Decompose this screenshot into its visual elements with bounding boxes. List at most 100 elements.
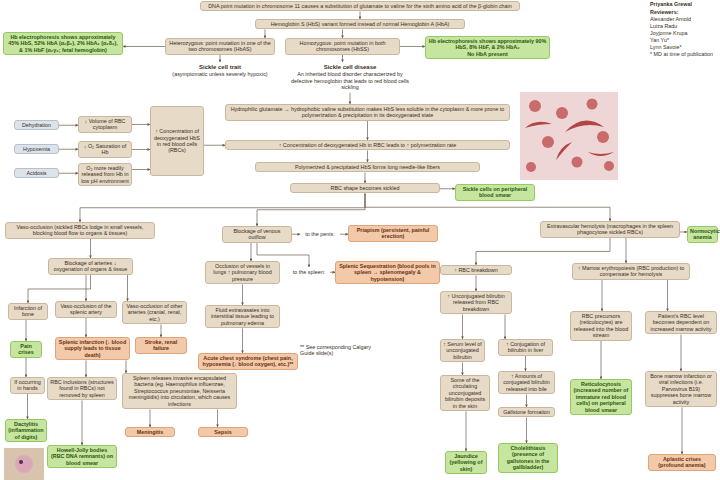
process-box: ↑ Conjugation of bilirubin in liver — [498, 339, 553, 356]
box-text: Fluid extravasates into interstitial tis… — [208, 307, 277, 326]
box-text: O₂ more readily released from Hb in low … — [81, 165, 129, 184]
flow-arrow — [132, 149, 150, 150]
blood-smear-image — [520, 92, 618, 180]
red-cell — [604, 161, 614, 171]
sickle-cell — [556, 142, 572, 160]
box-text: Normocytic anemia — [690, 228, 715, 241]
flow-arrow — [220, 55, 221, 62]
box-text: Vaso-occlusion of the splenic artery — [58, 303, 114, 316]
process-box: ↑ Concentration of deoxygenated Hb in RB… — [225, 140, 510, 150]
box-text: Homozygous: point mutation in both chrom… — [288, 40, 397, 53]
process-box: RBC shape becomes sickled — [290, 183, 440, 193]
process-box: ↑ Concentration of deoxygenated HbS in r… — [150, 106, 204, 176]
box-text: ↑ Serum level of unconjugated bilirubin — [443, 341, 482, 360]
flow-arrow — [476, 275, 477, 291]
process-box: ↓ O₂ Saturation of Hb — [78, 141, 132, 158]
finding-box: Normocytic anemia — [687, 226, 718, 243]
flow-arrow — [505, 314, 506, 339]
box-text: Hb electrophoresis shows approximately 9… — [428, 38, 547, 51]
flow-arrow — [350, 93, 351, 104]
text-node: Sickle cell diseaseAn inherited blood di… — [285, 62, 415, 93]
process-box: ↑ Serum level of unconjugated bilirubin — [440, 339, 485, 362]
process-box: Bone marrow infarction or viral infectio… — [645, 371, 717, 407]
process-box: ↓ Volume of RBC cytoplasm — [78, 116, 132, 133]
box-text: RBC precursors (reticulocytes) are relea… — [573, 313, 629, 339]
box-text: An inherited blood disorder characterize… — [288, 71, 412, 90]
process-box: O₂ more readily released from Hb in low … — [78, 163, 132, 186]
process-box: Blockage of venous outflow — [222, 226, 292, 243]
flow-arrow — [440, 188, 455, 189]
red-cell — [597, 131, 609, 143]
flow-arrow — [265, 29, 266, 38]
sickle-cell — [525, 122, 552, 128]
box-text: Meningitis — [128, 429, 172, 435]
box-text: ↑ Concentration of deoxygenated Hb in RB… — [228, 142, 507, 148]
box-text: Patient's RBC level becomes dependent on… — [648, 313, 714, 332]
note-label: Luiza Radu — [650, 23, 718, 29]
complication-box: Splenic Sequestration (blood pools in sp… — [335, 261, 440, 284]
flow-arrow — [59, 149, 78, 150]
flow-arrow — [601, 341, 602, 379]
box-text: Splenic Sequestration (blood pools in sp… — [338, 263, 437, 282]
flow-arrow — [602, 280, 603, 311]
box-text: No HbA present — [428, 51, 547, 57]
box-text: Pain crises — [13, 343, 39, 356]
process-box: ↑ RBC breakdown — [440, 265, 512, 275]
box-text: ↑ RBC breakdown — [443, 267, 509, 273]
factor-box: Hypoxemia — [14, 144, 59, 154]
finding-box: Sickle cells on peripheral blood smear — [455, 184, 535, 201]
process-box: Vaso-occlusion of the splenic artery — [55, 301, 117, 318]
flow-arrow — [292, 234, 300, 235]
box-text: Dactylitis (inflammation of digits) — [8, 421, 44, 440]
process-box: Some of the circulating unconjugated bil… — [440, 375, 490, 411]
box-text: ↑ Amounts of conjugated bilirubin releas… — [501, 373, 552, 392]
box-text: Heterozygous: point mutation in one of t… — [168, 40, 272, 53]
note-label: Reviewers: — [650, 9, 718, 15]
flow-arrow — [217, 409, 218, 427]
image-background — [4, 448, 44, 480]
flow-arrow — [59, 173, 78, 174]
box-text: Splenic infarction (↓ blood supply leads… — [58, 339, 127, 358]
factor-box: Acidosis — [14, 168, 59, 178]
box-text: Extravascular hemolysis (macrophages in … — [543, 223, 677, 236]
flow-arrow — [26, 320, 27, 341]
process-box: RBC precursors (reticulocytes) are relea… — [570, 311, 632, 341]
box-text: Hb electrophoresis shows approximately 4… — [6, 34, 120, 53]
process-box: Polymerized & precipitated HbS forms lon… — [255, 162, 480, 172]
process-box: ↑ Unconjugated bilirubin released from R… — [440, 291, 512, 314]
process-box: Spleen releases invasive encapsulated ba… — [122, 373, 237, 409]
flow-arrow — [680, 231, 687, 232]
box-text: Jaundice (yellowing of skin) — [448, 453, 484, 472]
flow-arrow — [526, 417, 527, 443]
flow-arrow — [150, 409, 151, 427]
finding-box: Jaundice (yellowing of skin) — [445, 451, 487, 474]
flow-arrow — [82, 400, 83, 445]
flow-arrow — [86, 360, 87, 377]
process-box: DNA point mutation in chromosome 11 caus… — [200, 1, 520, 11]
red-cell — [542, 136, 554, 148]
finding-box: Cholelithiasis (presence of gallstones i… — [498, 443, 558, 473]
box-text: ↑ Concentration of deoxygenated HbS in r… — [153, 128, 201, 154]
box-text: Some of the circulating unconjugated bil… — [443, 377, 487, 409]
box-text: Acidosis — [17, 170, 56, 176]
red-cell — [556, 107, 568, 119]
red-cell — [526, 162, 536, 172]
box-text: Gallstone formation — [501, 409, 552, 415]
box-text: Vaso-occlusion of other arteries (crania… — [125, 303, 184, 322]
flow-arrow — [462, 314, 463, 339]
red-cell — [587, 99, 598, 110]
finding-box: Reticulocytosis (increased number of imm… — [570, 379, 632, 415]
flow-arrow — [525, 356, 526, 371]
flow-arrow — [681, 334, 682, 371]
process-box: Hemoglobin S (HbS) variant formed instea… — [255, 19, 465, 29]
box-text: Cholelithiasis (presence of gallstones i… — [501, 445, 555, 471]
process-box: ↑ Marrow erythropoiesis (RBC production)… — [572, 263, 690, 280]
flow-arrow — [342, 29, 343, 38]
flow-arrow — [360, 11, 361, 19]
flow-arrow — [400, 46, 425, 47]
process-box: Gallstone formation — [498, 407, 555, 417]
box-text: Howell-Jolly bodies (RBC DNA remnants) o… — [50, 447, 114, 466]
box-text: ↑ Marrow erythropoiesis (RBC production)… — [575, 265, 687, 278]
flow-arrow — [28, 275, 91, 303]
